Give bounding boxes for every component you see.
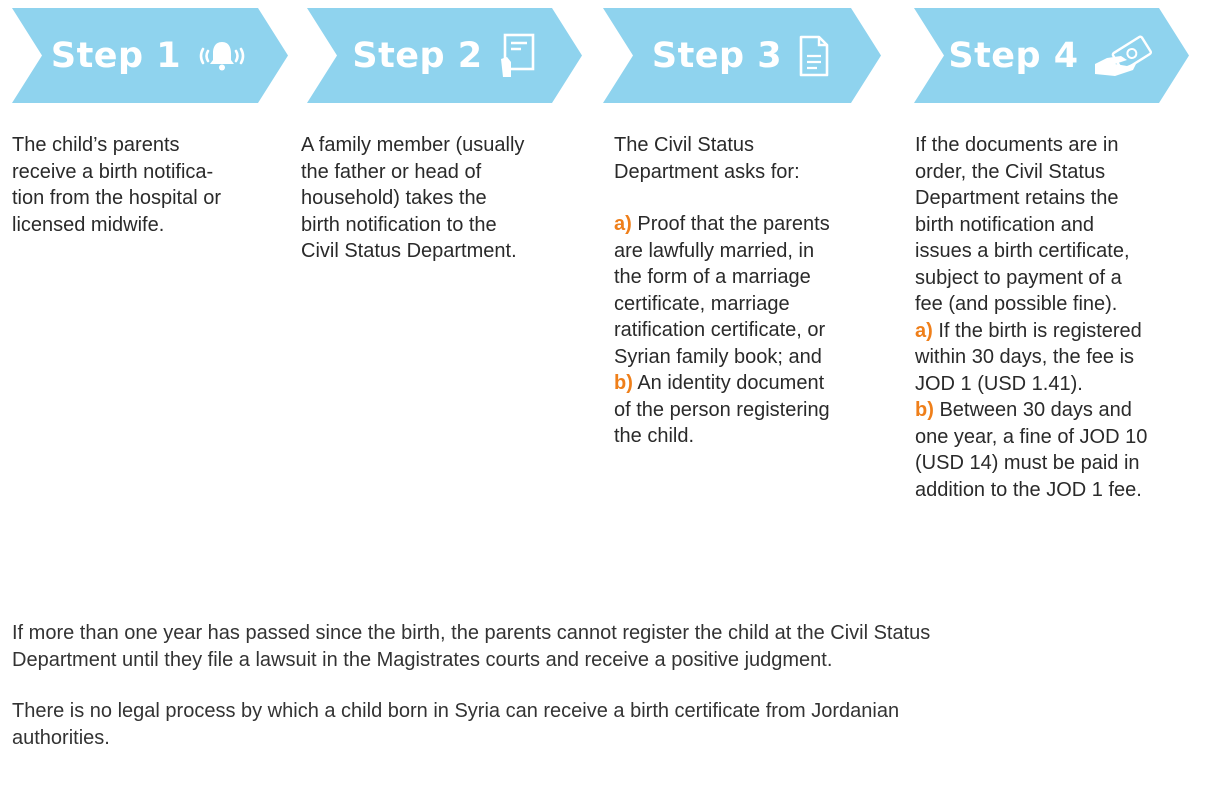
- text-line: the child.: [614, 425, 695, 447]
- footer-paragraph-1: If more than one year has passed since t…: [12, 620, 1202, 674]
- text-line: licensed midwife.: [12, 213, 165, 236]
- text-line: Syrian family book; and: [614, 345, 822, 368]
- step-3-label: Step 3: [651, 35, 783, 76]
- steps-diagram: Step 1 Step 2: [12, 0, 1218, 503]
- text-line: one year, a fine of JOD 10: [915, 425, 1148, 448]
- text-line: Department retains the: [915, 187, 1119, 209]
- list-item-b: b) Between 30 days and: [915, 399, 1132, 421]
- text-line: Department until they file a lawsuit in …: [12, 649, 833, 671]
- step-4-chevron: Step 4: [914, 8, 1189, 103]
- hand-holding-paper-icon: [497, 32, 537, 80]
- text-line: authorities.: [12, 727, 110, 749]
- text-line: subject to payment of a: [915, 266, 1122, 289]
- marker-b: b): [915, 399, 934, 421]
- step-2-description: A family member (usually the father or h…: [301, 132, 586, 265]
- text-line: ratification certificate, or: [614, 319, 826, 341]
- step-2-chevron: Step 2: [307, 8, 582, 103]
- step-3-chevron: Step 3: [603, 8, 881, 103]
- hand-paying-money-icon: [1093, 34, 1155, 78]
- text-line: birth notification and: [915, 213, 1095, 236]
- text-line: addition to the JOD 1 fee.: [915, 478, 1142, 501]
- list-item-b: b) An identity document: [614, 372, 825, 394]
- text-line: A family member (usually: [301, 134, 525, 156]
- marker-b: b): [614, 372, 633, 394]
- text-line: Civil Status Department.: [301, 240, 517, 262]
- step-2-label: Step 2: [352, 35, 483, 76]
- text-line: are lawfully married, in: [614, 239, 815, 262]
- marker-a: a): [915, 319, 933, 342]
- text-line: tion from the hospital or: [12, 187, 221, 209]
- text-line: issues a birth certificate,: [915, 240, 1130, 262]
- step-1-chevron: Step 1: [12, 8, 288, 103]
- text-line: The Civil Status: [614, 134, 755, 156]
- step-1-description: The child’s parents receive a birth noti…: [12, 132, 287, 238]
- text-line: JOD 1 (USD 1.41).: [915, 372, 1083, 395]
- step-3-description: The Civil Status Department asks for: a)…: [614, 132, 899, 450]
- text-line: fee (and possible fine).: [915, 293, 1118, 315]
- step-1-label: Step 1: [50, 35, 182, 76]
- text-line: (USD 14) must be paid in: [915, 452, 1140, 474]
- text-line: certificate, marriage: [614, 292, 790, 315]
- text-line: If more than one year has passed since t…: [12, 622, 931, 644]
- text-line: the father or head of: [301, 160, 482, 183]
- text-line: within 30 days, the fee is: [915, 346, 1135, 368]
- text-line: There is no legal process by which a chi…: [12, 700, 900, 722]
- text-line: order, the Civil Status: [915, 160, 1106, 183]
- step-4-label: Step 4: [948, 35, 1079, 76]
- list-item-a: a) Proof that the parents: [614, 213, 830, 235]
- list-item-a: a) If the birth is registered: [915, 319, 1142, 342]
- document-icon: [796, 34, 832, 78]
- text-line: Department asks for:: [614, 160, 800, 183]
- footer-paragraph-2: There is no legal process by which a chi…: [12, 698, 1202, 752]
- ringing-bell-icon: [195, 39, 249, 73]
- text-line: household) takes the: [301, 187, 487, 209]
- marker-a: a): [614, 213, 632, 235]
- text-line: The child’s parents: [12, 134, 180, 156]
- text-line: the form of a marriage: [614, 266, 811, 288]
- text-line: of the person registering: [614, 398, 830, 421]
- step-4-description: If the documents are in order, the Civil…: [915, 132, 1210, 503]
- text-line: If the documents are in: [915, 134, 1119, 156]
- text-line: receive a birth notifica-: [12, 160, 214, 183]
- text-line: birth notification to the: [301, 213, 497, 236]
